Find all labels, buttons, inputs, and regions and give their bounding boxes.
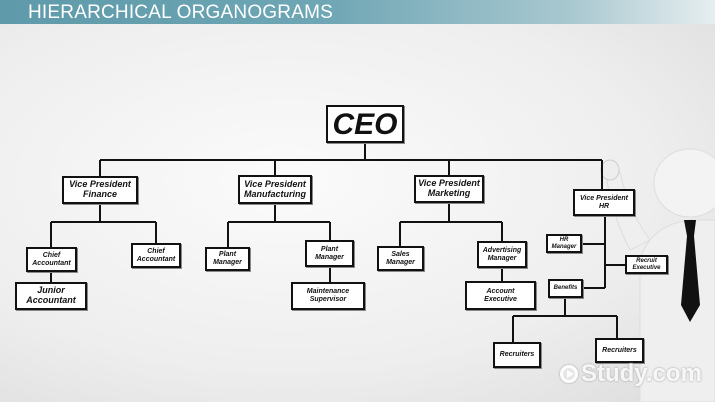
org-node-junior-accountant: Junior Accountant — [15, 282, 87, 310]
org-node-ceo: CEO — [326, 105, 404, 143]
org-node-chief-accountant: Chief Accountant — [131, 243, 181, 268]
org-node-plant-manager: Plant Manager — [205, 247, 250, 271]
org-node-maintenance-supervisor: Maintenance Supervisor — [291, 282, 365, 310]
org-node-sales-manager: Sales Manager — [377, 246, 424, 271]
study-com-watermark: Study.com — [560, 360, 702, 388]
org-node-recruiters: Recruiters — [595, 338, 644, 363]
org-node-benefits: Benefits — [548, 279, 583, 298]
org-node-hr-manager: HR Manager — [546, 234, 582, 253]
org-node-recruit-executive: Recruit Executive — [625, 255, 668, 274]
org-node-plant-manager: Plant Manager — [305, 240, 354, 267]
org-node-vp-marketing: Vice President Marketing — [414, 175, 484, 203]
org-node-chief-accountant: Chief Accountant — [26, 247, 77, 272]
org-node-account-executive: Account Executive — [465, 281, 536, 310]
play-icon — [560, 365, 578, 383]
tie-icon — [681, 220, 700, 322]
page-title: HIERARCHICAL ORGANOGRAMS — [28, 2, 333, 23]
title-banner: HIERARCHICAL ORGANOGRAMS — [0, 0, 715, 24]
org-node-vp-finance: Vice President Finance — [62, 176, 138, 204]
org-node-vp-manufacturing: Vice President Manufacturing — [238, 175, 312, 204]
org-node-advertising-manager: Advertising Manager — [477, 241, 527, 268]
org-node-vp-hr: Vice President HR — [573, 189, 635, 216]
org-node-recruiters: Recruiters — [493, 342, 541, 368]
